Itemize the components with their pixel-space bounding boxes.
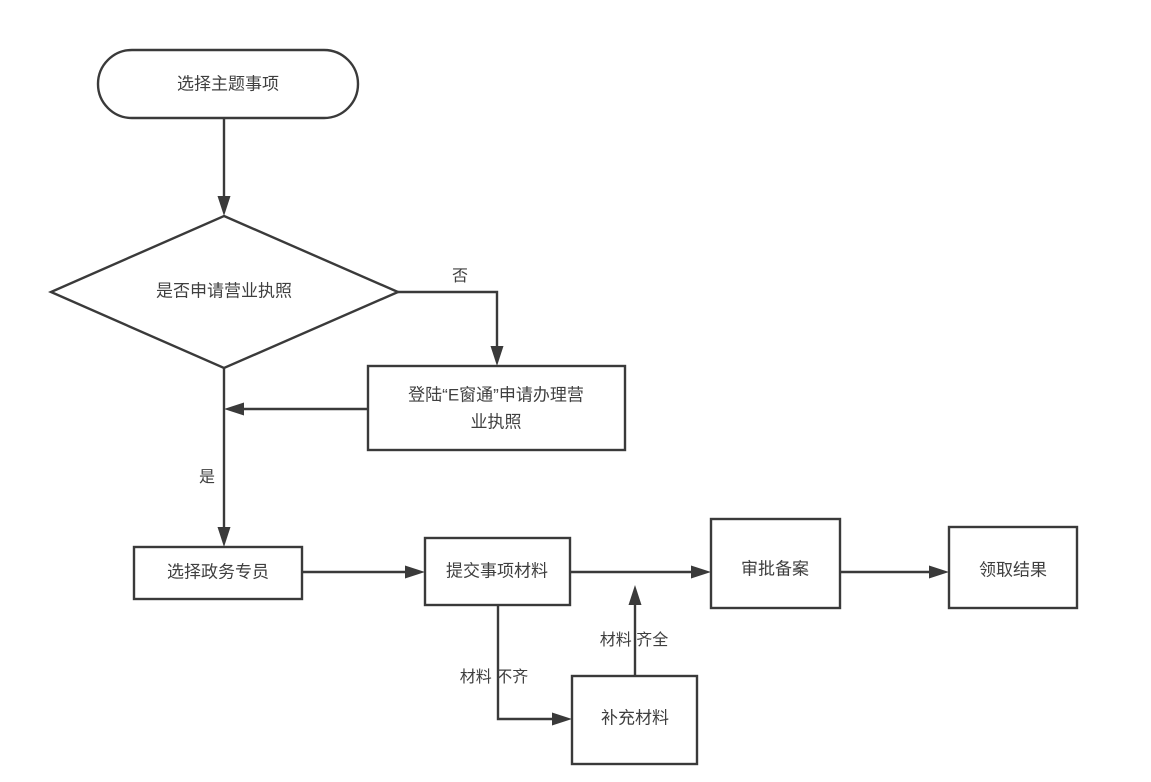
edge-label-material-incomplete: 材料 不齐 [460, 668, 528, 686]
node-decision-business-license[interactable]: 是否申请营业执照 [48, 214, 401, 370]
arrow-head-icon [552, 712, 572, 726]
arrow-head-icon [628, 585, 642, 605]
approve-node-shape [709, 517, 842, 610]
start-node-label: 选择主题事项 [177, 74, 279, 93]
arrow-head-icon [217, 196, 231, 216]
edge-approve-to-result [838, 565, 949, 579]
submit-node-shape [423, 536, 572, 607]
edge-submit-to-approve [568, 565, 711, 579]
decision-node-label: 是否申请营业执照 [156, 281, 292, 300]
node-collect-result[interactable]: 领取结果 [947, 525, 1079, 610]
start-node-shape [96, 48, 360, 120]
officer-node-label: 选择政务专员 [167, 562, 269, 581]
arrow-head-icon [405, 565, 425, 579]
result-node-shape [947, 525, 1079, 610]
node-select-officer[interactable]: 选择政务专员 [132, 545, 304, 601]
node-approval-filing[interactable]: 审批备案 [709, 517, 842, 610]
approve-node-label: 审批备案 [741, 559, 809, 578]
edge-officer-to-submit [300, 565, 425, 579]
edge-label-yes: 是 [199, 469, 215, 486]
arrow-head-icon [224, 402, 244, 416]
edge-label-material-complete: 材料 齐全 [600, 631, 668, 649]
node-ecwindow-apply-license[interactable]: 登陆“E窗通”申请办理营 业执照 [366, 364, 627, 452]
result-node-label: 领取结果 [979, 560, 1047, 579]
arrow-head-icon [217, 527, 231, 547]
node-supplement-materials[interactable]: 补充材料 [570, 674, 699, 766]
supplement-node-shape [570, 674, 699, 766]
arrow-head-icon [691, 565, 711, 579]
edge-supplement-to-approve-line [628, 585, 642, 678]
edge-decision-yes-to-officer [217, 366, 231, 547]
arrow-head-icon [490, 346, 504, 366]
ecwindow-node-label-line1: 登陆“E窗通”申请办理营 [408, 385, 584, 404]
edge-submit-to-supplement [496, 603, 572, 726]
submit-node-label: 提交事项材料 [446, 561, 548, 580]
edge-ecwindow-to-trunk [224, 402, 370, 416]
edge-start-to-decision [217, 116, 231, 216]
edge-decision-no-to-ecwindow [396, 290, 504, 366]
decision-node-shape [48, 214, 401, 370]
ecwindow-node-label-line2: 业执照 [471, 412, 522, 431]
officer-node-shape [132, 545, 304, 601]
node-submit-materials[interactable]: 提交事项材料 [423, 536, 572, 607]
ecwindow-node-shape [366, 364, 627, 452]
node-select-topic-item[interactable]: 选择主题事项 [96, 48, 360, 120]
arrow-head-icon [929, 565, 949, 579]
supplement-node-label: 补充材料 [601, 708, 669, 727]
edge-label-no: 否 [452, 268, 468, 285]
